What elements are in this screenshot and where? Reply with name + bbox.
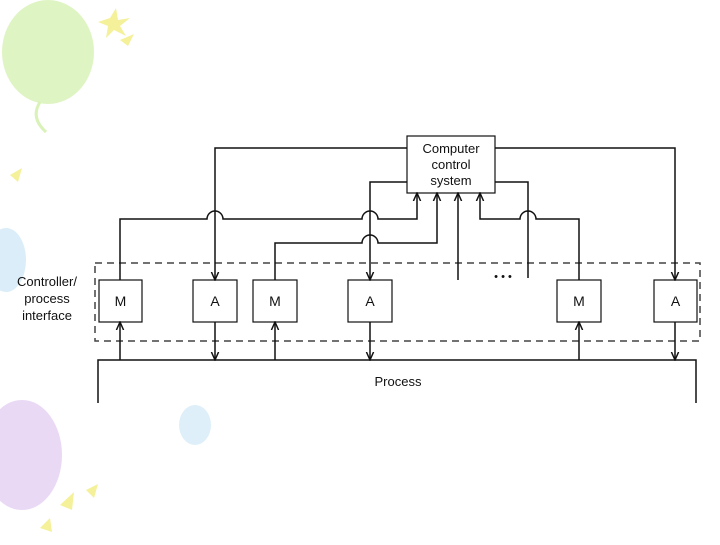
measurement-line-m3 [480, 193, 580, 280]
device-a-1: A [192, 279, 238, 323]
interface-label-line-3: interface [22, 308, 72, 323]
computer-label-line-1: Computer [422, 141, 480, 156]
background-decoration [0, 0, 211, 532]
process-label: Process [375, 374, 422, 389]
device-m-1-label: M [115, 293, 127, 309]
star-icon [98, 8, 130, 38]
star-icon [86, 484, 98, 498]
command-line-a2 [370, 181, 407, 280]
process-block [97, 359, 697, 403]
star-icon [10, 168, 22, 182]
device-m-3-label: M [573, 293, 585, 309]
green-balloon-icon [2, 0, 94, 104]
device-a-3-label: A [671, 293, 681, 309]
device-m-3: M [556, 279, 602, 323]
measurement-line-m1 [119, 193, 417, 280]
interface-label: Controller/ process interface [17, 274, 77, 323]
command-line-ellipsis [495, 181, 529, 278]
star-icon [40, 518, 52, 532]
balloon-string-icon [34, 101, 48, 134]
blue-balloon-icon [0, 228, 26, 292]
command-line-a1 [215, 147, 407, 280]
more-devices-ellipsis: • • • [494, 271, 512, 283]
signal-wiring [119, 147, 675, 360]
interface-label-line-1: Controller/ [17, 274, 77, 289]
small-blue-balloon-icon [179, 405, 211, 445]
device-a-2: A [347, 279, 393, 323]
device-a-1-label: A [210, 293, 220, 309]
device-m-2: M [252, 279, 298, 323]
command-line-a3 [495, 147, 675, 280]
interface-region [94, 262, 701, 342]
star-icon [60, 492, 74, 510]
purple-balloon-icon [0, 400, 62, 510]
star-icon [120, 34, 134, 46]
computer-label-line-2: control [431, 157, 470, 172]
device-m-2-label: M [269, 293, 281, 309]
computer-label-line-3: system [430, 173, 471, 188]
device-a-3: A [653, 279, 698, 323]
interface-label-line-2: process [24, 291, 70, 306]
computer-control-system: Computer control system [406, 135, 496, 194]
device-a-2-label: A [365, 293, 375, 309]
measurement-line-m2 [274, 193, 437, 280]
device-m-1: M [98, 279, 143, 323]
